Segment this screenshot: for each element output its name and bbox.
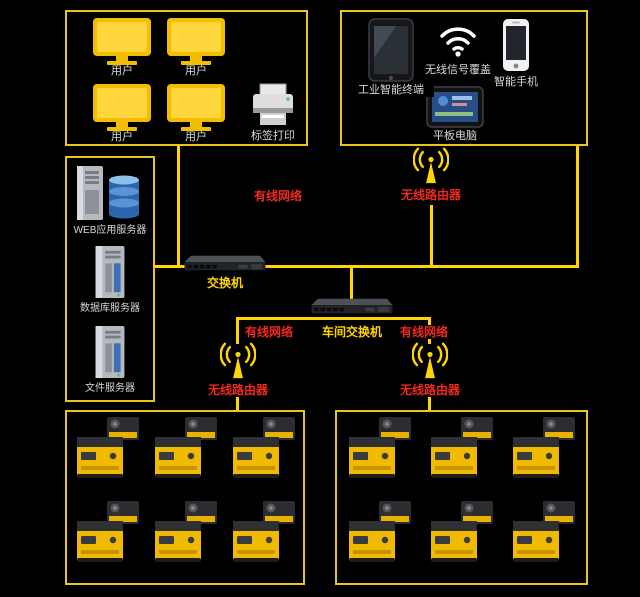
workshop-switch-label: 车间交换机	[310, 325, 394, 339]
database-server-icon	[84, 244, 136, 300]
wired-network-left-label: 有线网络	[241, 325, 297, 339]
user-computer-icon	[93, 18, 151, 65]
user-label: 用户	[167, 131, 225, 144]
cable-left-drop-lower	[236, 397, 239, 410]
welding-machine-icon	[511, 500, 581, 564]
welding-machine-icon	[429, 416, 499, 480]
user-label: 用户	[93, 65, 151, 78]
core-switch-icon	[183, 254, 267, 272]
welding-machines-zone-right	[335, 410, 588, 585]
industrial-terminal-label: 工业智能终端	[348, 84, 434, 97]
wireless-router-left-label: 无线路由器	[206, 383, 270, 397]
welding-machine-icon	[347, 416, 417, 480]
welding-machine-icon	[75, 416, 145, 480]
welding-machine-icon	[231, 500, 301, 564]
smartphone-icon	[502, 18, 530, 72]
file-server-icon	[84, 324, 136, 380]
cable-main-bus	[155, 265, 579, 268]
cable-bus-to-workshop-switch	[350, 268, 353, 300]
user-label: 用户	[167, 65, 225, 78]
label-printer-label: 标签打印	[242, 130, 304, 143]
cable-router-top-to-bus	[430, 205, 433, 265]
wifi-coverage-icon	[438, 24, 478, 58]
wifi-coverage-label: 无线信号覆盖	[418, 64, 498, 77]
database-server-label: 数据库服务器	[67, 302, 153, 315]
industrial-terminal-icon	[362, 18, 420, 82]
welding-machine-icon	[347, 500, 417, 564]
user-computer-icon	[167, 84, 225, 131]
wired-network-right-label: 有线网络	[396, 325, 452, 339]
welding-machines-zone-left	[65, 410, 305, 585]
cable-workshop-branch	[236, 317, 431, 320]
welding-machine-icon	[511, 416, 581, 480]
user-label: 用户	[93, 131, 151, 144]
smartphone-label: 智能手机	[492, 76, 540, 89]
web-server-label: WEB应用服务器	[67, 224, 153, 237]
office-users-zone: 用户 用户 用户 用户 标签打印	[65, 10, 308, 146]
web-server-icon	[73, 164, 145, 222]
wireless-router-top-label: 无线路由器	[399, 188, 463, 202]
workshop-switch-icon	[310, 297, 394, 315]
file-server-label: 文件服务器	[67, 382, 153, 395]
label-printer-icon	[249, 82, 297, 128]
user-computer-icon	[93, 84, 151, 131]
welding-machine-icon	[153, 416, 223, 480]
wireless-router-right-label: 无线路由器	[398, 383, 462, 397]
tablet-pc-label: 平板电脑	[432, 130, 478, 143]
cable-office-to-bus	[177, 146, 180, 267]
cable-right-drop-lower	[428, 397, 431, 410]
welding-machine-icon	[75, 500, 145, 564]
cable-devices-to-bus	[576, 146, 579, 267]
wireless-router-top-icon	[413, 146, 449, 186]
wireless-router-left-icon	[220, 341, 256, 381]
wired-network-top-label: 有线网络	[248, 189, 308, 203]
welding-machine-icon	[231, 416, 301, 480]
welding-machine-icon	[153, 500, 223, 564]
cable-left-drop-upper	[236, 317, 239, 344]
core-switch-label: 交换机	[183, 276, 267, 290]
server-zone: WEB应用服务器 数据库服务器 文件服务器	[65, 156, 155, 402]
tablet-pc-icon	[426, 86, 484, 128]
user-computer-icon	[167, 18, 225, 65]
smart-devices-zone: 工业智能终端 无线信号覆盖 智能手机 平板电脑	[340, 10, 588, 146]
welding-machine-icon	[429, 500, 499, 564]
wireless-router-right-icon	[412, 341, 448, 381]
